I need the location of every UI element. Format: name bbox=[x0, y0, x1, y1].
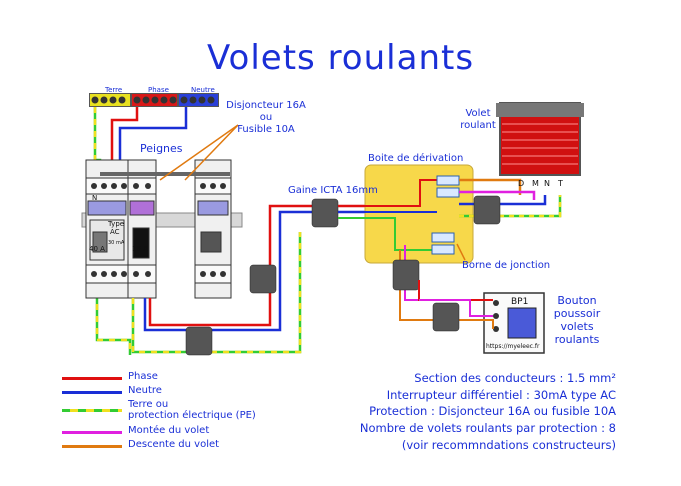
boite-label: Boite de dérivation bbox=[368, 153, 464, 164]
push-button bbox=[483, 292, 545, 354]
motor-term-m: M bbox=[532, 179, 539, 188]
legend-neutre-line bbox=[62, 391, 122, 394]
legend-terre-text-1: Terre ou bbox=[128, 399, 169, 410]
volet-text: Volet bbox=[465, 108, 491, 119]
phase-label: Phase bbox=[148, 86, 169, 94]
spec-differential: Interrupteur différentiel : 30mA type AC bbox=[386, 388, 616, 402]
terminal-bar bbox=[89, 93, 219, 107]
legend-neutre-text: Neutre bbox=[128, 385, 162, 396]
terre-label: Terre bbox=[105, 86, 123, 94]
bouton-label: Bouton poussoir volets roulants bbox=[545, 294, 609, 346]
earth-terminals bbox=[90, 94, 130, 106]
legend-montee-line bbox=[62, 431, 122, 434]
page-title: Volets roulants bbox=[206, 38, 475, 78]
bouton-text-1: Bouton bbox=[557, 294, 597, 307]
cable-clips bbox=[185, 198, 339, 356]
rolling-shutter bbox=[496, 102, 584, 176]
junction-clip-down bbox=[392, 259, 420, 291]
roulant-text: roulant bbox=[460, 120, 496, 131]
peignes-label: Peignes bbox=[140, 142, 183, 155]
volet-label: Volet roulant bbox=[458, 108, 498, 132]
breaker-40-label: 40 A bbox=[89, 245, 105, 253]
breaker-30-label: 30 mA bbox=[108, 240, 125, 246]
legend-descente-text: Descente du volet bbox=[128, 439, 220, 450]
bouton-text-3: volets bbox=[560, 320, 594, 333]
website-label: https://myeleec.fr bbox=[486, 343, 540, 350]
spec-note: (voir recommndations constructeurs) bbox=[401, 438, 616, 452]
bouton-text-2: poussoir bbox=[553, 307, 601, 320]
spec-count: Nombre de volets roulants par protection… bbox=[359, 421, 616, 435]
disjoncteur-text: Disjoncteur 16A bbox=[226, 100, 306, 111]
legend-descente-line bbox=[62, 445, 122, 448]
borne-label: Borne de jonction bbox=[462, 260, 551, 271]
motor-term-t: T bbox=[558, 179, 563, 188]
legend-phase-text: Phase bbox=[128, 371, 158, 382]
breaker-type-label: Type bbox=[108, 220, 125, 228]
legend-montee-text: Montée du volet bbox=[128, 425, 210, 436]
legend-terre-line bbox=[62, 409, 122, 412]
breaker-16-label: 16 A bbox=[132, 245, 148, 253]
motor-clip bbox=[473, 195, 501, 225]
bouton-text-4: roulants bbox=[554, 333, 600, 346]
neutre-label: Neutre bbox=[191, 86, 215, 94]
breaker-n-label: N bbox=[92, 194, 98, 202]
spec-protection: Protection : Disjoncteur 16A ou fusible … bbox=[369, 404, 616, 418]
breaker-ac-label: AC bbox=[110, 228, 120, 236]
motor-term-n: N bbox=[544, 179, 550, 188]
screws bbox=[91, 183, 226, 277]
phase-terminals bbox=[132, 94, 177, 106]
comb-bar bbox=[100, 172, 230, 176]
neutral-terminals bbox=[179, 94, 218, 106]
legend-terre-text: Terre ou protection électrique (PE) bbox=[128, 399, 256, 421]
annotation-lines bbox=[159, 124, 466, 261]
ou-text: ou bbox=[259, 112, 273, 123]
legend-phase-line bbox=[62, 377, 122, 380]
breaker-16a bbox=[127, 159, 157, 299]
disjoncteur-label: Disjoncteur 16A ou Fusible 10A bbox=[226, 100, 306, 136]
gaine-label: Gaine ICTA 16mm bbox=[288, 185, 378, 196]
legend-terre-text-2: protection électrique (PE) bbox=[128, 410, 256, 421]
motor-term-d: D bbox=[518, 179, 525, 188]
spec-section: Section des conducteurs : 1.5 mm² bbox=[414, 371, 616, 385]
fusible-text: Fusible 10A bbox=[237, 124, 295, 135]
breaker-right bbox=[194, 159, 232, 299]
pushbutton-clip bbox=[432, 302, 460, 332]
bp1-label: BP1 bbox=[511, 297, 529, 307]
